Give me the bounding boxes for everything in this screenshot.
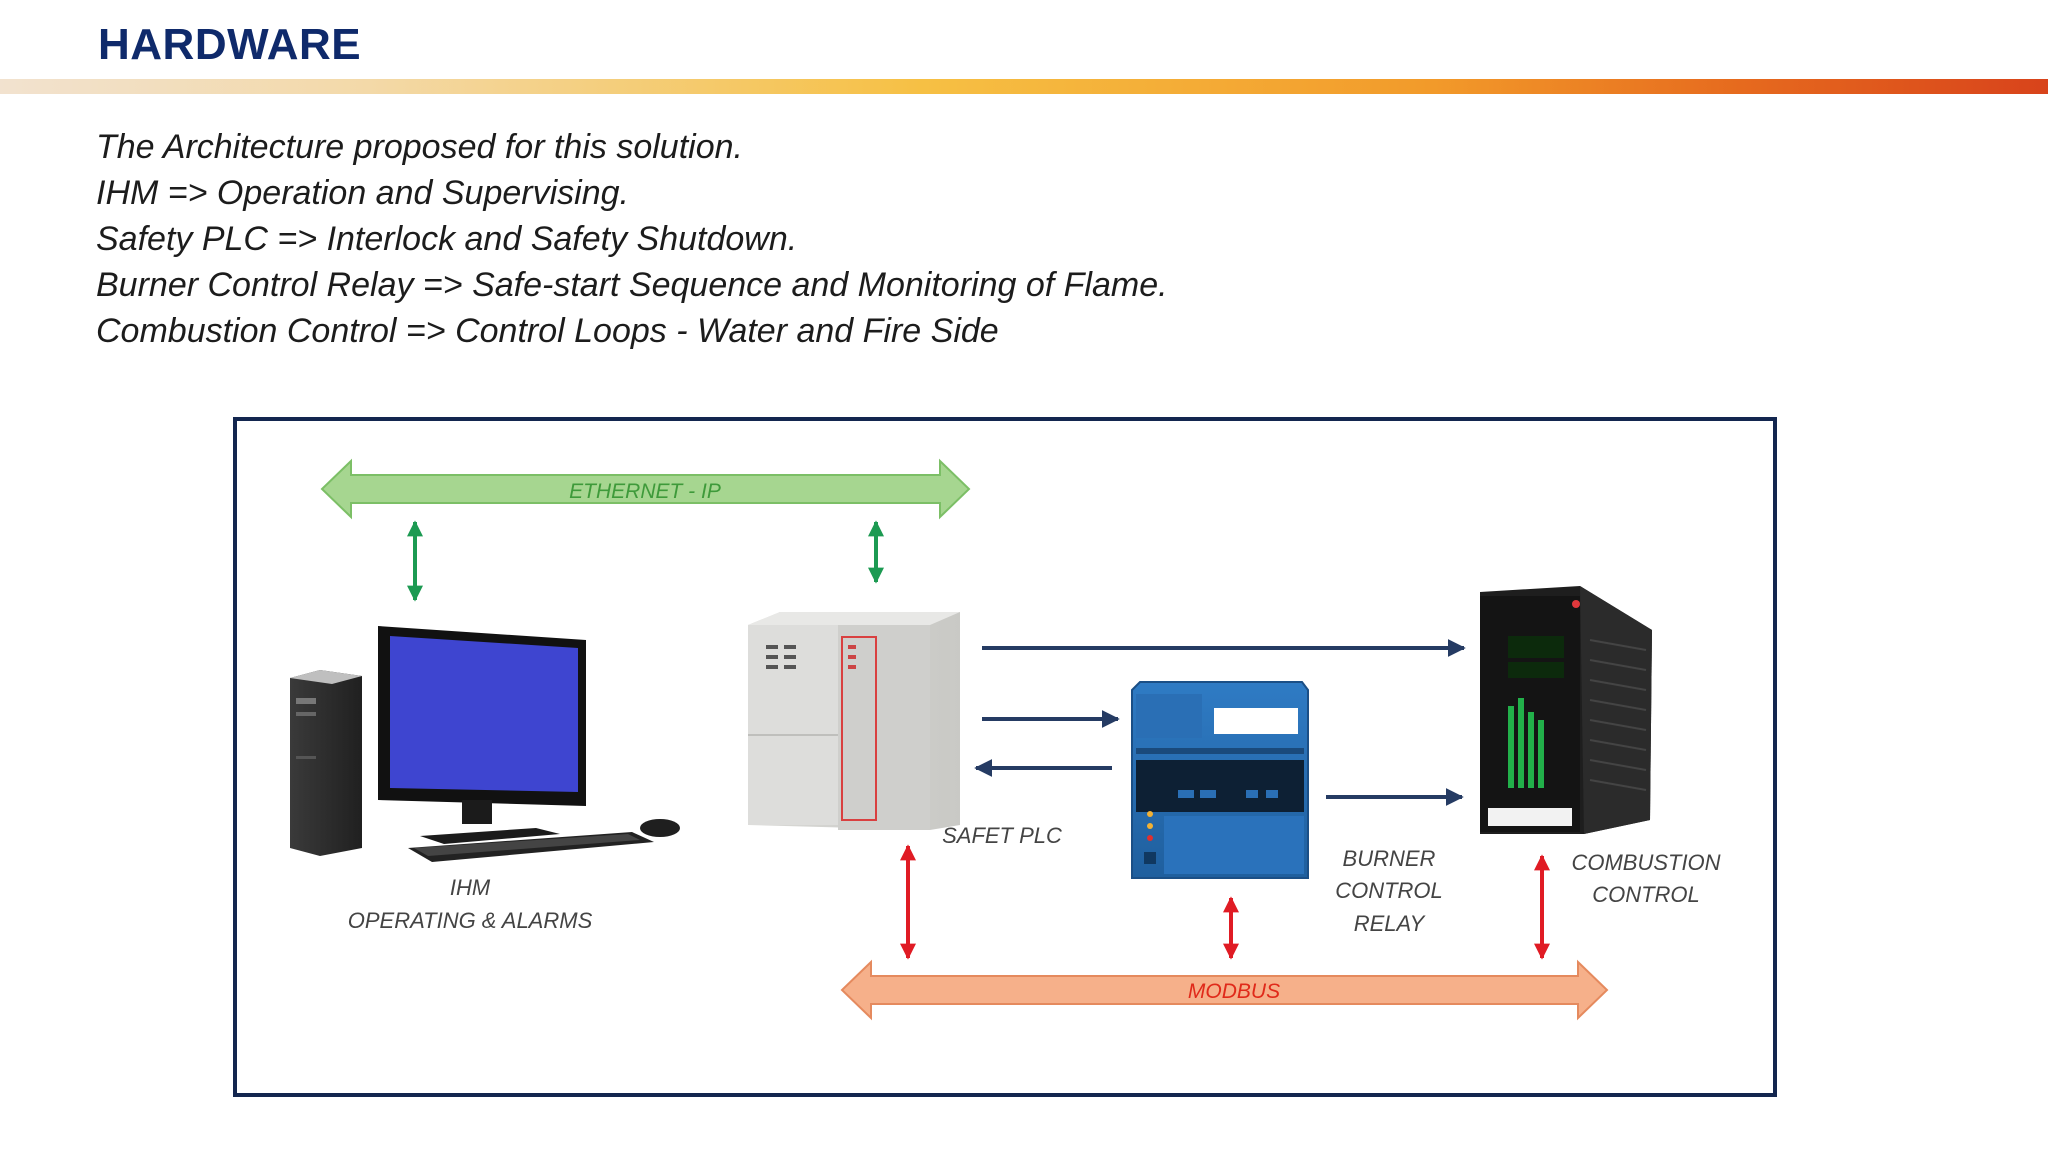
bullet-list: The Architecture proposed for this solut… [96,124,1168,354]
modbus-label: MODBUS [1188,980,1280,1003]
ihm-sublabel: OPERATING & ALARMS [348,908,593,933]
burner-control-relay [1131,681,1309,879]
ethernet-bus: ETHERNET - IP [320,458,971,520]
ethernet-label: ETHERNET - IP [569,480,721,503]
burner-label-line3: RELAY [1354,911,1426,936]
bullet-line: The Architecture proposed for this solut… [96,128,743,166]
combustion-label-line2: CONTROL [1592,882,1700,907]
burner-label-line2: CONTROL [1335,878,1443,903]
accent-bar [0,79,2048,94]
ihm-label: IHM [450,875,491,900]
keyboard [408,832,654,862]
plc-label: SAFET PLC [942,823,1062,848]
bullet-line: Combustion Control => Control Loops - Wa… [96,312,999,350]
mouse [640,819,680,837]
modbus-bus: MODBUS [840,959,1609,1021]
ihm-computer [290,626,680,862]
burner-label: BURNER [1343,846,1436,871]
page-title: HARDWARE [98,20,362,69]
bullet-line: IHM => Operation and Supervising. [96,174,629,212]
safety-plc [748,612,960,830]
controller-bargraph [1508,698,1544,788]
plc-leds [766,645,856,669]
monitor [378,626,586,844]
combustion-controller [1480,586,1652,834]
bullet-line: Burner Control Relay => Safe-start Seque… [96,266,1168,304]
bullet-line: Safety PLC => Interlock and Safety Shutd… [96,220,798,258]
pc-tower [290,670,362,856]
relay-leds [1144,790,1278,864]
combustion-label: COMBUSTION [1571,850,1720,875]
controller-fins [1589,639,1647,791]
